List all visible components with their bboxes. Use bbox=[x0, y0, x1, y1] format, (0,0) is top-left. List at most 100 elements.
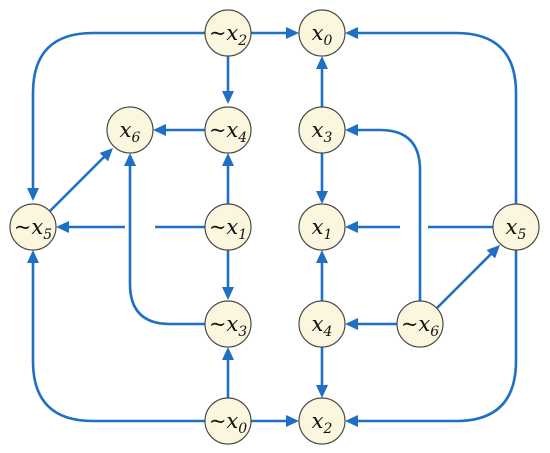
node-x6: x6 bbox=[106, 106, 154, 154]
node-label: ~x3 bbox=[209, 312, 247, 340]
edges-layer bbox=[31, 31, 518, 423]
arrowhead-nx6-to-x3 bbox=[345, 124, 358, 136]
arrowhead-x5-to-x2 bbox=[345, 415, 358, 427]
node-circle bbox=[204, 106, 252, 154]
variable-index: 3 bbox=[323, 130, 332, 146]
node-nx4: ~x4 bbox=[204, 106, 252, 154]
node-circle bbox=[204, 397, 252, 445]
variable-index: 5 bbox=[43, 227, 52, 243]
node-circle bbox=[298, 9, 346, 57]
arrowhead-nx1-to-nx4 bbox=[222, 153, 234, 166]
edge-x5-to-x0 bbox=[350, 31, 518, 204]
node-label: ~x1 bbox=[209, 215, 247, 243]
edge-nx2-to-nx5 bbox=[31, 31, 205, 196]
variable-index: 1 bbox=[238, 227, 247, 243]
variable-name: x bbox=[312, 118, 324, 142]
node-x0: x0 bbox=[298, 9, 346, 57]
node-label: ~x4 bbox=[209, 118, 247, 146]
node-label: ~x6 bbox=[401, 312, 439, 340]
arrowhead-nx6-to-x4 bbox=[345, 318, 358, 330]
arrowhead-x4-to-x2 bbox=[316, 385, 328, 398]
node-circle bbox=[298, 106, 346, 154]
arrowhead-x3-to-x0 bbox=[316, 56, 328, 69]
node-label: x5 bbox=[506, 215, 527, 243]
variable-name: x bbox=[226, 409, 238, 433]
arrowhead-nx5-to-x6 bbox=[99, 148, 113, 162]
node-circle bbox=[204, 203, 252, 251]
negation-sign: ~ bbox=[209, 21, 227, 45]
node-label: x3 bbox=[312, 118, 333, 146]
node-circle bbox=[298, 397, 346, 445]
arrowhead-nx2-to-nx4 bbox=[222, 91, 234, 104]
arrowheads-layer bbox=[27, 27, 500, 427]
node-label: ~x0 bbox=[209, 409, 247, 437]
node-nx5: ~x5 bbox=[9, 203, 57, 251]
node-nx1: ~x1 bbox=[204, 203, 252, 251]
node-x5: x5 bbox=[492, 203, 540, 251]
edge-x5-to-x2 bbox=[350, 250, 518, 423]
node-circle bbox=[204, 300, 252, 348]
variable-name: x bbox=[226, 312, 238, 336]
negation-sign: ~ bbox=[209, 312, 227, 336]
negation-sign: ~ bbox=[209, 215, 227, 239]
node-circle bbox=[106, 106, 154, 154]
node-circle bbox=[9, 203, 57, 251]
variable-index: 3 bbox=[238, 324, 247, 340]
variable-name: x bbox=[312, 215, 324, 239]
node-label: x4 bbox=[312, 312, 333, 340]
negation-sign: ~ bbox=[209, 409, 227, 433]
node-x4: x4 bbox=[298, 300, 346, 348]
variable-name: x bbox=[226, 215, 238, 239]
variable-index: 2 bbox=[322, 421, 332, 437]
variable-name: x bbox=[120, 118, 132, 142]
variable-index: 1 bbox=[323, 227, 332, 243]
variable-index: 6 bbox=[131, 130, 140, 146]
variable-index: 4 bbox=[322, 324, 332, 340]
arrowhead-nx1-to-nx3 bbox=[222, 287, 234, 300]
arrowhead-nx2-to-nx5 bbox=[27, 188, 39, 201]
variable-name: x bbox=[226, 21, 238, 45]
node-label: x6 bbox=[120, 118, 141, 146]
variable-name: x bbox=[506, 215, 518, 239]
node-label: ~x5 bbox=[14, 215, 52, 243]
variable-name: x bbox=[226, 118, 238, 142]
arrowhead-x5-to-x0 bbox=[345, 27, 358, 39]
node-nx3: ~x3 bbox=[204, 300, 252, 348]
node-nx2: ~x2 bbox=[204, 9, 252, 57]
negation-sign: ~ bbox=[14, 215, 32, 239]
edge-nx0-to-nx5 bbox=[31, 255, 205, 423]
negation-sign: ~ bbox=[401, 312, 419, 336]
variable-name: x bbox=[418, 312, 430, 336]
node-circle bbox=[298, 203, 346, 251]
arrowhead-nx1-to-nx5 bbox=[56, 221, 69, 233]
arrowhead-nx4-to-x6 bbox=[153, 124, 166, 136]
edge-nx5-to-x6 bbox=[49, 151, 110, 212]
node-circle bbox=[204, 9, 252, 57]
variable-index: 6 bbox=[430, 324, 439, 340]
node-label: x2 bbox=[312, 409, 333, 437]
variable-name: x bbox=[312, 409, 324, 433]
variable-index: 4 bbox=[237, 130, 247, 146]
arrowhead-x4-to-x1 bbox=[316, 250, 328, 263]
node-x1: x1 bbox=[298, 203, 346, 251]
variable-name: x bbox=[312, 312, 324, 336]
variable-index: 5 bbox=[517, 227, 526, 243]
variable-index: 0 bbox=[238, 421, 247, 437]
node-circle bbox=[298, 300, 346, 348]
edge-nx6-to-x3 bbox=[350, 128, 422, 301]
edge-nx6-to-x5 bbox=[436, 248, 497, 309]
arrowhead-nx0-to-nx5 bbox=[27, 250, 39, 263]
node-x3: x3 bbox=[298, 106, 346, 154]
node-circle bbox=[492, 203, 540, 251]
negation-sign: ~ bbox=[209, 118, 227, 142]
node-label: x1 bbox=[312, 215, 333, 243]
node-circle bbox=[396, 300, 444, 348]
node-label: ~x2 bbox=[209, 21, 247, 49]
node-label: x0 bbox=[312, 21, 333, 49]
variable-name: x bbox=[31, 215, 43, 239]
variable-index: 0 bbox=[323, 33, 332, 49]
node-nx0: ~x0 bbox=[204, 397, 252, 445]
node-x2: x2 bbox=[298, 397, 346, 445]
